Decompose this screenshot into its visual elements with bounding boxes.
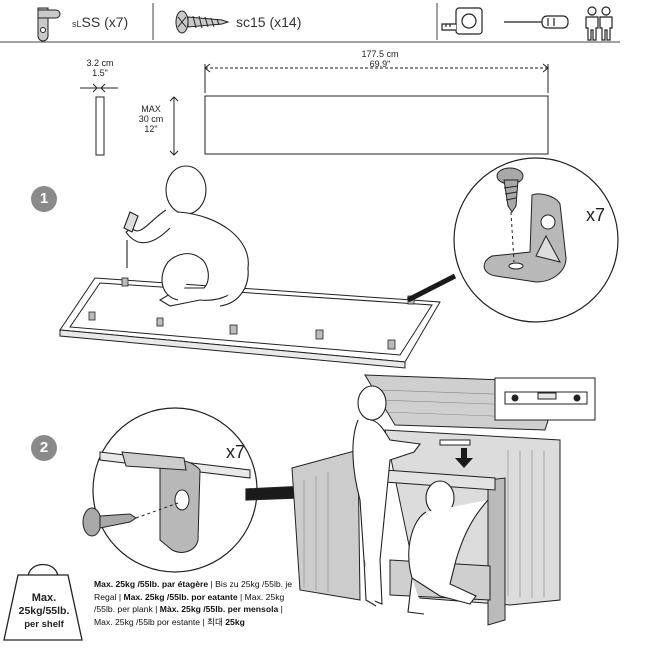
bracket-icon bbox=[37, 7, 61, 42]
width-max: MAX bbox=[141, 104, 161, 114]
weight-limit-text: Max. 25kg /55lb. par étagère | Bis zu 25… bbox=[94, 578, 299, 628]
weight-text-fr: Max. 25kg /55lb. par étagère bbox=[94, 579, 209, 589]
screw-code: sc15 bbox=[236, 14, 266, 30]
shelf-thickness-view bbox=[80, 83, 118, 156]
length-in: 69.9" bbox=[369, 59, 391, 69]
length-label: 177.5 cm 69.9" bbox=[345, 49, 415, 69]
step-2-badge: 2 bbox=[31, 435, 57, 461]
weight-text-en: | Max. 25kg /55lb. per plank | bbox=[94, 591, 285, 615]
weight-text-de: | Bis zu 25kg /55lb. je Regal | bbox=[94, 579, 293, 602]
thickness-cm: 3.2 cm bbox=[86, 58, 114, 68]
screw-part-label: sc15 (x14) bbox=[236, 14, 301, 30]
step1-callout-qty: x7 bbox=[586, 205, 606, 225]
step2-person-kneeling bbox=[407, 480, 489, 615]
weight-text-es: | Max. 25kg /55lb por estante | 최대 bbox=[94, 604, 283, 627]
screw-qty: (x14) bbox=[269, 14, 302, 30]
step1-shelf-frame bbox=[59, 277, 441, 369]
bracket-code: SS bbox=[81, 14, 101, 30]
step2-callout-screw bbox=[82, 502, 179, 537]
weight-badge: Max. 25kg/55lb. per shelf bbox=[8, 592, 80, 631]
bracket-part-label: sLSS (x7) bbox=[72, 14, 128, 30]
weight-badge-line2: 25kg/55lb. bbox=[18, 605, 70, 617]
shelf-plank-view bbox=[169, 63, 549, 156]
bracket-code-prefix: sL bbox=[72, 19, 82, 29]
step-1-badge: 1 bbox=[31, 186, 57, 212]
step2-person-standing bbox=[352, 385, 422, 607]
weight-badge-line3: per shelf bbox=[24, 619, 64, 630]
width-cm: 30 cm bbox=[138, 114, 164, 124]
level-tool bbox=[494, 377, 596, 421]
tape-measure-icon bbox=[441, 7, 483, 35]
weight-badge-line1: Max. bbox=[31, 592, 57, 604]
weight-text-pt: Max. 25kg /55lb. por eatante bbox=[123, 591, 238, 602]
length-cm: 177.5 cm bbox=[361, 49, 399, 59]
step2-callout-qty: x7 bbox=[226, 442, 246, 462]
weight-badge-icon bbox=[3, 564, 83, 641]
bracket-qty: (x7) bbox=[104, 14, 129, 30]
weight-text-it: Màx. 25kg /55lb. per mensola bbox=[159, 604, 279, 615]
two-persons-icon bbox=[585, 6, 613, 41]
step1-callout-bracket bbox=[483, 193, 567, 283]
step1-person bbox=[123, 165, 249, 307]
screw-icon bbox=[175, 10, 230, 34]
step1-callout-screw bbox=[496, 167, 524, 263]
step2-down-arrow bbox=[455, 448, 473, 468]
screwdriver-icon bbox=[504, 15, 569, 29]
step2-callout-bracket bbox=[121, 451, 201, 553]
weight-text-ko: 25kg bbox=[225, 616, 245, 627]
thickness-label: 3.2 cm 1.5" bbox=[80, 58, 120, 78]
width-label: MAX 30 cm 12" bbox=[133, 104, 169, 134]
width-in: 12" bbox=[144, 124, 158, 134]
thickness-in: 1.5" bbox=[92, 68, 108, 78]
